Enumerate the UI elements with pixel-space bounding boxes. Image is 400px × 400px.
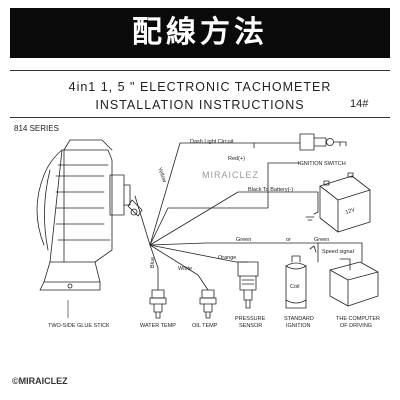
water-temp-sensor xyxy=(149,289,167,319)
oil-temp-sensor xyxy=(199,289,217,319)
ignition-switch xyxy=(285,133,347,151)
label-green-right: Green xyxy=(314,237,329,243)
label-battery: 12V xyxy=(345,207,356,216)
label-computer-1: THE COMPUTER xyxy=(336,316,380,322)
wire-harness xyxy=(134,142,363,291)
label-orange: Orange xyxy=(218,255,236,261)
label-standard-1: STANDARD xyxy=(284,316,314,322)
model-number: 14# xyxy=(350,98,369,110)
label-glue-stick: TWO-SIDE GLUE STICK xyxy=(48,323,110,329)
label-oil-temp: OIL TEMP xyxy=(192,323,218,329)
label-white: White xyxy=(178,266,192,272)
label-coil: Coil xyxy=(290,284,299,290)
label-speed-signal: Speed signal xyxy=(322,249,354,255)
label-yellow: Yellow xyxy=(156,167,167,184)
series-label: 814 SERIES xyxy=(14,124,59,133)
banner-title: 配線方法 xyxy=(132,16,268,49)
watermark: MIRAICLEZ xyxy=(202,170,259,180)
label-or: or xyxy=(286,237,291,243)
pressure-sensor xyxy=(237,261,259,309)
label-pressure-2: SENSOR xyxy=(239,323,262,329)
label-dash-light: Dash Light Circuit xyxy=(190,139,234,145)
label-computer-2: OF DRIVING xyxy=(340,323,372,329)
heading-line-1: 4in1 1, 5 " ELECTRONIC TACHOMETER xyxy=(68,80,332,94)
top-divider xyxy=(10,70,390,71)
copyright: ©MIRAICLEZ xyxy=(12,376,68,386)
label-water-temp: WATER TEMP xyxy=(140,323,176,329)
label-black: Black To Battery(-) xyxy=(248,187,293,193)
label-ignition-switch: IGNITION SWITCH xyxy=(298,161,346,167)
label-blue: Blue xyxy=(150,257,156,268)
speed-signal-arrow xyxy=(309,245,317,253)
label-red: Red(+) xyxy=(228,156,245,162)
label-pressure-1: PRESSURE xyxy=(235,316,266,322)
battery xyxy=(305,172,371,233)
label-green-left: Green xyxy=(236,237,251,243)
ignition-coil xyxy=(285,255,307,309)
title-banner: 配線方法 xyxy=(10,8,390,58)
tachometer-gauge xyxy=(36,139,143,319)
heading-divider xyxy=(10,117,390,118)
label-standard-2: IGNITION xyxy=(286,323,310,329)
heading-line-2: INSTALLATION INSTRUCTIONS xyxy=(95,98,305,112)
ecu-box xyxy=(329,261,379,307)
